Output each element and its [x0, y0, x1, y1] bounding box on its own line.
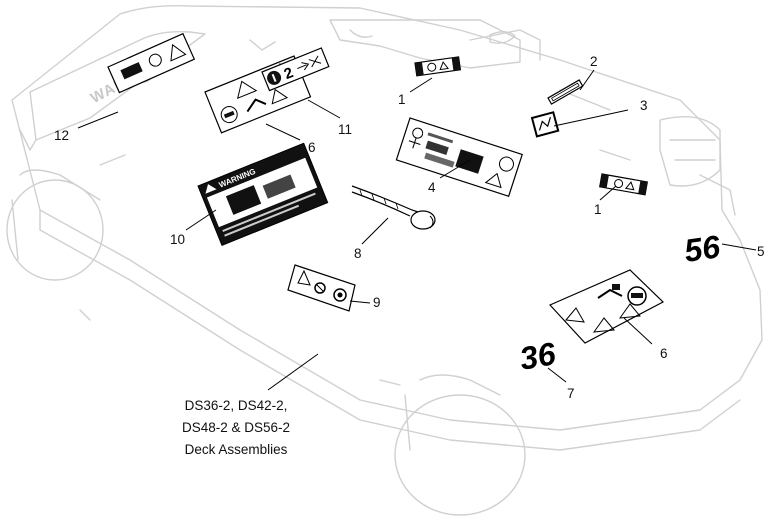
decal-1-upper — [414, 56, 462, 77]
callout-7: 7 — [567, 386, 575, 401]
caption: DS36-2, DS42-2, DS48-2 & DS56-2 Deck Ass… — [182, 398, 290, 457]
decal-1-lower — [599, 173, 648, 196]
caption-line-1: DS36-2, DS42-2, — [185, 398, 288, 413]
caption-line-2: DS48-2 & DS56-2 — [182, 420, 290, 435]
callout-9: 9 — [373, 295, 381, 310]
callout-12: 12 — [54, 128, 69, 143]
callout-5: 5 — [757, 244, 765, 259]
callout-6-upper: 6 — [308, 140, 316, 155]
callout-10: 10 — [170, 232, 185, 247]
callout-1-lower: 1 — [594, 202, 602, 217]
callout-8: 8 — [354, 246, 362, 261]
callout-2: 2 — [590, 54, 598, 69]
decal-9 — [287, 264, 356, 312]
decal-6-lower — [548, 269, 665, 344]
dipstick — [351, 185, 436, 230]
deck-size-56: 56 — [682, 228, 722, 269]
decal-11: 2 — [261, 47, 330, 92]
callout-6-lower: 6 — [660, 346, 668, 361]
callout-1-upper: 1 — [398, 92, 406, 107]
callout-11: 11 — [338, 122, 352, 137]
decal-2 — [547, 79, 584, 105]
decal-10: WARNING — [197, 142, 329, 246]
decal-3 — [530, 111, 560, 138]
callout-3: 3 — [640, 98, 648, 113]
deck-outline — [6, 5, 763, 516]
decal-12 — [107, 32, 196, 94]
deck-size-36: 36 — [517, 335, 559, 377]
decal-4 — [395, 117, 523, 198]
callout-4: 4 — [428, 180, 436, 195]
caption-line-3: Deck Assemblies — [185, 442, 288, 457]
leader-lines — [77, 69, 757, 391]
